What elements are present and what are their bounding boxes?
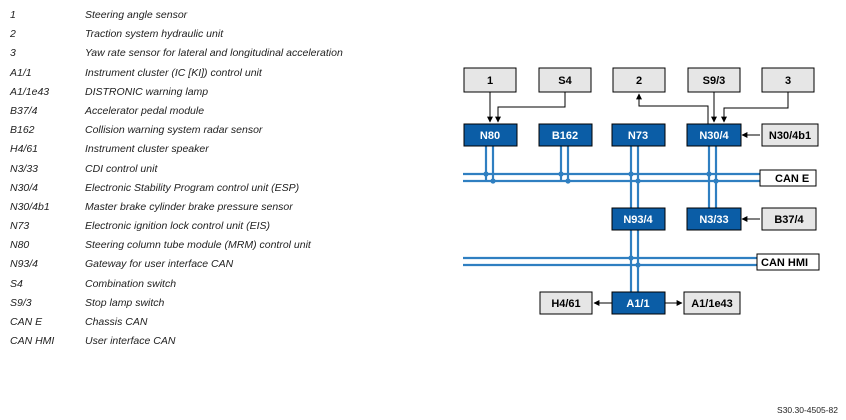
legend-item: A1/1 Instrument cluster (IC [KI]) control… <box>10 64 450 83</box>
legend-list: 1 Steering angle sensor 2 Traction system h… <box>10 6 450 351</box>
legend-item: N30/4 Electronic Stability Program contro… <box>10 179 450 198</box>
box-2: 2 <box>612 67 666 93</box>
legend-code: 3 <box>10 47 16 60</box>
box-s93-label: S9/3 <box>703 75 726 87</box>
legend-description: Collision warning system radar sensor <box>85 124 263 137</box>
legend-code: H4/61 <box>10 143 39 156</box>
box-1: 1 <box>463 67 517 93</box>
legend-description: CDI control unit <box>85 162 158 175</box>
legend-description: Instrument cluster speaker <box>85 143 209 156</box>
box-2-label: 2 <box>636 75 642 87</box>
legend-item: B37/4 Accelerator pedal module <box>10 102 450 121</box>
legend-description: Stop lamp switch <box>85 296 165 309</box>
box-1-label: 1 <box>487 75 493 87</box>
legend-description: Steering angle sensor <box>85 9 188 21</box>
box-n934: N93/4 <box>611 207 666 231</box>
box-3-label: 3 <box>785 75 791 87</box>
legend-item: N3/33 CDI control unit <box>10 160 450 179</box>
box-n73: N73 <box>611 123 666 147</box>
legend-code: N80 <box>10 239 30 252</box>
can-e-label: CAN E <box>775 173 809 185</box>
box-a11e43-label: A1/1e43 <box>691 298 733 310</box>
box-h461: H4/61 <box>539 291 593 315</box>
document-reference: S30.30-4505-82 <box>777 405 838 415</box>
box-a11e43: A1/1e43 <box>683 291 741 315</box>
box-n80-label: N80 <box>480 130 500 142</box>
legend-description: Gateway for user interface CAN <box>85 258 234 271</box>
box-a11: A1/1 <box>611 291 666 315</box>
legend-description: Instrument cluster (IC [KI]) control uni… <box>85 66 262 79</box>
legend-item: N30/4b1 Master brake cylinder brake press… <box>10 198 450 217</box>
box-n934-label: N93/4 <box>623 214 653 226</box>
box-s93: S9/3 <box>687 67 741 93</box>
legend-code: S9/3 <box>10 296 32 309</box>
box-b374: B37/4 <box>761 207 817 231</box>
legend-item: S4 Combination switch <box>10 275 450 294</box>
legend-description: Traction system hydraulic unit <box>85 28 224 41</box>
legend-description: Electronic ignition lock control unit (E… <box>85 220 270 233</box>
legend-description: DISTRONIC warning lamp <box>85 85 209 98</box>
legend-code: N30/4b1 <box>10 200 50 213</box>
legend-code: B162 <box>10 124 35 137</box>
box-s4-label: S4 <box>558 75 572 87</box>
legend-code: S4 <box>10 277 23 290</box>
legend-description: Accelerator pedal module <box>85 104 205 117</box>
legend-item: CAN E Chassis CAN <box>10 313 450 332</box>
box-b374-label: B37/4 <box>774 214 804 226</box>
legend-item: B162 Collision warning system radar senso… <box>10 121 450 140</box>
legend-item: A1/1e43 DISTRONIC warning lamp <box>10 83 450 102</box>
legend-code: N93/4 <box>10 258 39 271</box>
legend-item: S9/3 Stop lamp switch <box>10 294 450 313</box>
box-n80: N80 <box>463 123 518 147</box>
bus-connections <box>484 146 718 292</box>
legend-description: Master brake cylinder brake pressure sen… <box>85 200 293 213</box>
legend-code: 1 <box>10 9 16 21</box>
can-hmi-label: CAN HMI <box>761 257 808 269</box>
box-n333: N3/33 <box>686 207 742 231</box>
signal-lines <box>487 92 789 306</box>
legend-description: Yaw rate sensor for lateral and longitud… <box>85 47 343 60</box>
box-a11-label: A1/1 <box>626 298 649 310</box>
can-hmi-label-box: CAN HMI <box>756 253 820 271</box>
box-n304b1-label: N30/4b1 <box>769 130 811 142</box>
can-hmi-bus <box>463 256 760 267</box>
legend-description: User interface CAN <box>85 335 176 348</box>
box-n304-label: N30/4 <box>699 130 729 142</box>
box-h461-label: H4/61 <box>551 298 580 310</box>
legend-item: H4/61 Instrument cluster speaker <box>10 140 450 159</box>
bus-junctions <box>483 171 719 268</box>
legend-code: A1/1 <box>10 66 32 79</box>
legend-description: Combination switch <box>85 277 177 290</box>
box-s4: S4 <box>538 67 592 93</box>
legend-item: N73 Electronic ignition lock control unit… <box>10 217 450 236</box>
legend-code: N73 <box>10 220 30 233</box>
legend-code: N30/4 <box>10 181 39 194</box>
legend-item: 1 Steering angle sensor <box>10 6 450 25</box>
legend-code: A1/1e43 <box>10 85 50 98</box>
legend-code: N3/33 <box>10 162 39 175</box>
box-n304b1: N30/4b1 <box>761 123 819 147</box>
legend-item: CAN HMI User interface CAN <box>10 332 450 351</box>
legend-item: 3 Yaw rate sensor for lateral and longitu… <box>10 44 450 63</box>
legend-description: Steering column tube module (MRM) contro… <box>85 239 311 252</box>
box-b162: B162 <box>538 123 593 147</box>
legend-item: 2 Traction system hydraulic unit <box>10 25 450 44</box>
legend-item: N80 Steering column tube module (MRM) con… <box>10 236 450 255</box>
legend-code: B37/4 <box>10 104 38 117</box>
box-b162-label: B162 <box>552 130 578 142</box>
legend-description: Electronic Stability Program control uni… <box>85 181 300 194</box>
can-e-label-box: CAN E <box>759 169 817 187</box>
box-n73-label: N73 <box>628 130 648 142</box>
box-n333-label: N3/33 <box>699 214 728 226</box>
legend-code: CAN E <box>10 316 43 328</box>
box-3: 3 <box>761 67 815 93</box>
legend-item: N93/4 Gateway for user interface CAN <box>10 255 450 274</box>
legend-code: 2 <box>10 28 16 41</box>
box-n304: N30/4 <box>686 123 742 147</box>
legend-code: CAN HMI <box>10 335 55 348</box>
legend-description: Chassis CAN <box>85 316 148 328</box>
